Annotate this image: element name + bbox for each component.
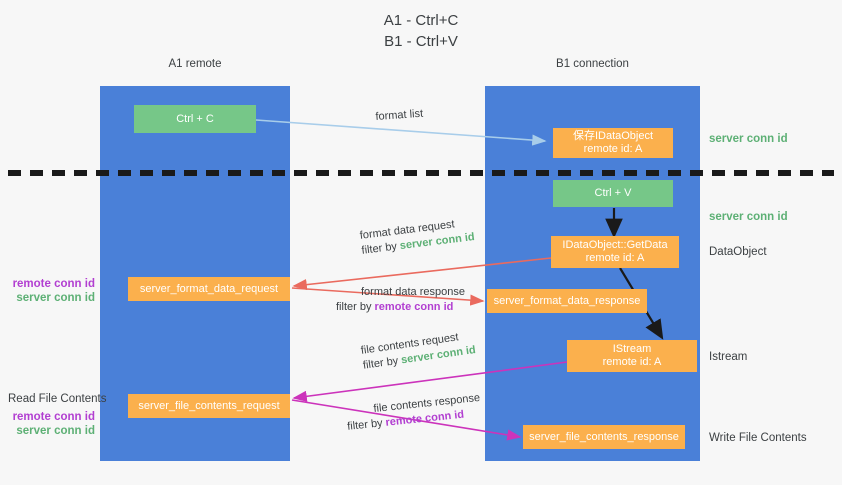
- label-istream: Istream: [709, 351, 748, 363]
- arrow-file-contents-request: [292, 361, 568, 402]
- node-server-file-contents-request[interactable]: server_file_contents_request: [128, 394, 290, 418]
- node-server-format-data-response[interactable]: server_format_data_response: [487, 289, 647, 313]
- label-server-conn-id-2: server conn id: [16, 425, 95, 437]
- column-header-b1: B1 connection: [556, 58, 629, 70]
- node-server-format-data-request[interactable]: server_format_data_request: [128, 277, 290, 301]
- label-read-file-contents: Read File Contents: [8, 393, 107, 405]
- label-write-file-contents: Write File Contents: [709, 432, 807, 444]
- label-dataobject: DataObject: [709, 246, 767, 258]
- edge-line-2: filter by remote conn id: [336, 301, 454, 313]
- label-server-conn-id-mid: server conn id: [709, 211, 788, 223]
- arrow-format-list: [255, 119, 547, 146]
- node-istream[interactable]: IStream remote id: A: [567, 340, 697, 372]
- edge-label-format-data-response: format data response filter by remote co…: [336, 285, 465, 315]
- label-server-conn-id-1: server conn id: [16, 292, 95, 304]
- node-server-file-contents-response[interactable]: server_file_contents_response: [523, 425, 685, 449]
- label-remote-conn-id-1: remote conn id: [12, 278, 95, 290]
- page-title: A1 - Ctrl+C B1 - Ctrl+V: [383, 12, 459, 50]
- node-idataobject-getdata[interactable]: IDataObject::GetData remote id: A: [551, 236, 679, 268]
- node-ctrl-v[interactable]: Ctrl + V: [553, 180, 673, 207]
- edge-line-1: format data response: [361, 286, 465, 298]
- filter-value: remote conn id: [374, 301, 454, 313]
- arrow-format-data-response: [291, 287, 485, 306]
- label-server-conn-id-top: server conn id: [709, 133, 788, 145]
- arrow-format-data-request: [292, 257, 552, 291]
- node-ctrl-c[interactable]: Ctrl + C: [134, 105, 256, 133]
- column-header-a1: A1 remote: [168, 58, 222, 70]
- phase-separator: [8, 170, 834, 176]
- node-save-idataobject[interactable]: 保存IDataObject remote id: A: [553, 128, 673, 158]
- label-remote-conn-id-2: remote conn id: [12, 411, 95, 423]
- arrow-file-contents-response: [291, 399, 522, 441]
